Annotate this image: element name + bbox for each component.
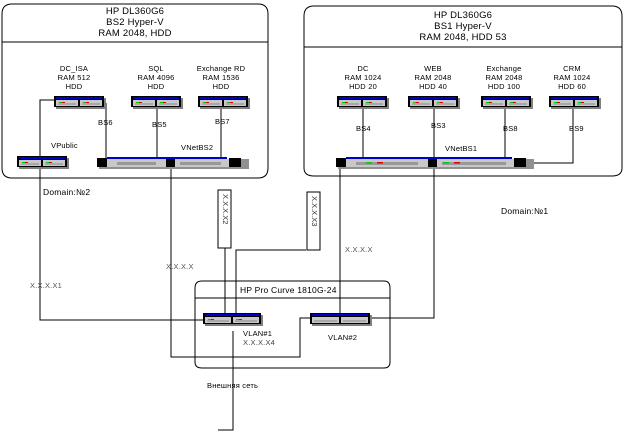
vnetbs1-switch-icon — [336, 157, 534, 169]
switch-box — [194, 280, 391, 369]
vm-name: DC_ISA — [59, 64, 89, 73]
vnetbs1-leds — [366, 162, 460, 164]
ip-left-label: X.X.X.X — [166, 262, 194, 271]
domain2-label: Domain:№2 — [43, 187, 91, 197]
ip3-box — [306, 191, 321, 251]
server-icon-vpublic — [17, 156, 69, 169]
vm-name: WEB — [424, 64, 442, 73]
vm-hdd: HDD — [65, 82, 83, 91]
host-left-title-line: HP DL360G6 — [105, 6, 165, 17]
vm-exchange-rd-label: Exchange RD RAM 1536 HDD — [190, 64, 252, 91]
vm-hdd: HDD 40 — [419, 82, 447, 91]
wire-bs8 — [504, 105, 512, 164]
vm-name: CRM — [563, 64, 581, 73]
vm-hdd: HDD 100 — [487, 82, 521, 91]
host-right-box — [303, 5, 623, 177]
host-right-title-line: BS1 Hyper-V — [434, 21, 492, 32]
server-icon-sql — [131, 96, 183, 109]
vm-exchange-label: Exchange RAM 2048 HDD 100 — [476, 64, 532, 91]
server-icon-crm — [549, 96, 601, 109]
vm-name: DC — [357, 64, 369, 73]
link-bs9: BS9 — [569, 124, 584, 133]
host-left-title-line: BS2 Hyper-V — [106, 17, 164, 28]
ip-right-label: X.X.X.X — [345, 245, 373, 254]
vlan1-switch-icon — [203, 313, 263, 326]
vm-hdd: HDD 20 — [349, 82, 377, 91]
vm-ram: RAM 1536 — [202, 73, 240, 82]
vlan1-name: VLAN#1 — [243, 329, 273, 338]
vm-dc-isa-label: DC_ISA RAM 512 HDD — [46, 64, 102, 91]
server-icon-dc-isa — [54, 96, 106, 109]
vnetbs2-switch-icon — [97, 157, 249, 169]
external-network-label: Внешняя сеть — [207, 381, 259, 390]
link-bs6: BS6 — [98, 118, 113, 127]
link-bs3: BS3 — [431, 121, 446, 130]
host-right-title-line: RAM 2048, HDD 53 — [419, 32, 507, 43]
link-bs5: BS5 — [152, 120, 167, 129]
host-right-title-line: HP DL360G6 — [433, 10, 493, 21]
vm-name: Exchange RD — [196, 64, 246, 73]
vlan2-switch-icon — [310, 313, 372, 326]
vm-crm-label: CRM RAM 1024 HDD 60 — [544, 64, 600, 91]
host-left-box — [1, 3, 269, 179]
vm-ram: RAM 1024 — [553, 73, 591, 82]
ip3-label: X.X.X.X3 — [310, 196, 319, 227]
vm-name: Exchange — [486, 64, 522, 73]
wire-ip3 — [235, 249, 306, 314]
vlan2-label: VLAN#2 — [328, 333, 358, 342]
ip2-box — [217, 189, 232, 249]
vm-sql-label: SQL RAM 4096 HDD — [128, 64, 184, 91]
vm-ram: RAM 2048 — [485, 73, 523, 82]
wire-external — [218, 331, 234, 431]
domain1-label: Domain:№1 — [501, 206, 549, 216]
server-icon-dc — [337, 96, 389, 109]
link-bs8: BS8 — [503, 124, 518, 133]
vm-name: SQL — [148, 64, 164, 73]
vlan1-ip: X.X.X.X4 — [243, 338, 276, 347]
switch-title: HP Pro Curve 1810G-24 — [240, 285, 337, 295]
wire-bs9 — [524, 105, 574, 164]
vm-hdd: HDD — [212, 82, 230, 91]
vlan1-label: VLAN#1 X.X.X.X4 — [243, 329, 275, 347]
vnetbs2-label: VNetBS2 — [181, 143, 214, 152]
host-left-title: HP DL360G6 BS2 Hyper-V RAM 2048, HDD — [70, 6, 200, 39]
vnetbs1-label: VNetBS1 — [445, 144, 478, 153]
vm-dc-label: DC RAM 1024 HDD 20 — [335, 64, 391, 91]
host-right-title: HP DL360G6 BS1 Hyper-V RAM 2048, HDD 53 — [398, 10, 528, 43]
link-bs7: BS7 — [215, 117, 230, 126]
vm-ram: RAM 1024 — [344, 73, 382, 82]
vm-hdd: HDD 60 — [558, 82, 586, 91]
ip2-label: X.X.X.X2 — [221, 194, 230, 225]
link-bs4: BS4 — [356, 124, 371, 133]
wire-vnetbs2-switch — [170, 168, 310, 358]
server-icon-exchange-rd — [198, 96, 250, 109]
ip1-label: X.X.X.X1 — [30, 281, 63, 290]
server-icon-web — [408, 96, 460, 109]
server-icon-exchange — [481, 96, 533, 109]
wire-vnetbs1-vlan2 — [372, 168, 435, 319]
vm-hdd: HDD — [147, 82, 165, 91]
vm-ram: RAM 2048 — [414, 73, 452, 82]
connection-lines — [39, 99, 574, 431]
vpublic-label: VPublic — [51, 141, 78, 150]
vm-web-label: WEB RAM 2048 HDD 40 — [405, 64, 461, 91]
wire-dcisa-vpublic — [39, 99, 203, 321]
wire-bs7 — [220, 105, 234, 162]
vm-ram: RAM 512 — [57, 73, 91, 82]
vm-ram: RAM 4096 — [137, 73, 175, 82]
host-left-title-line: RAM 2048, HDD — [98, 28, 172, 39]
